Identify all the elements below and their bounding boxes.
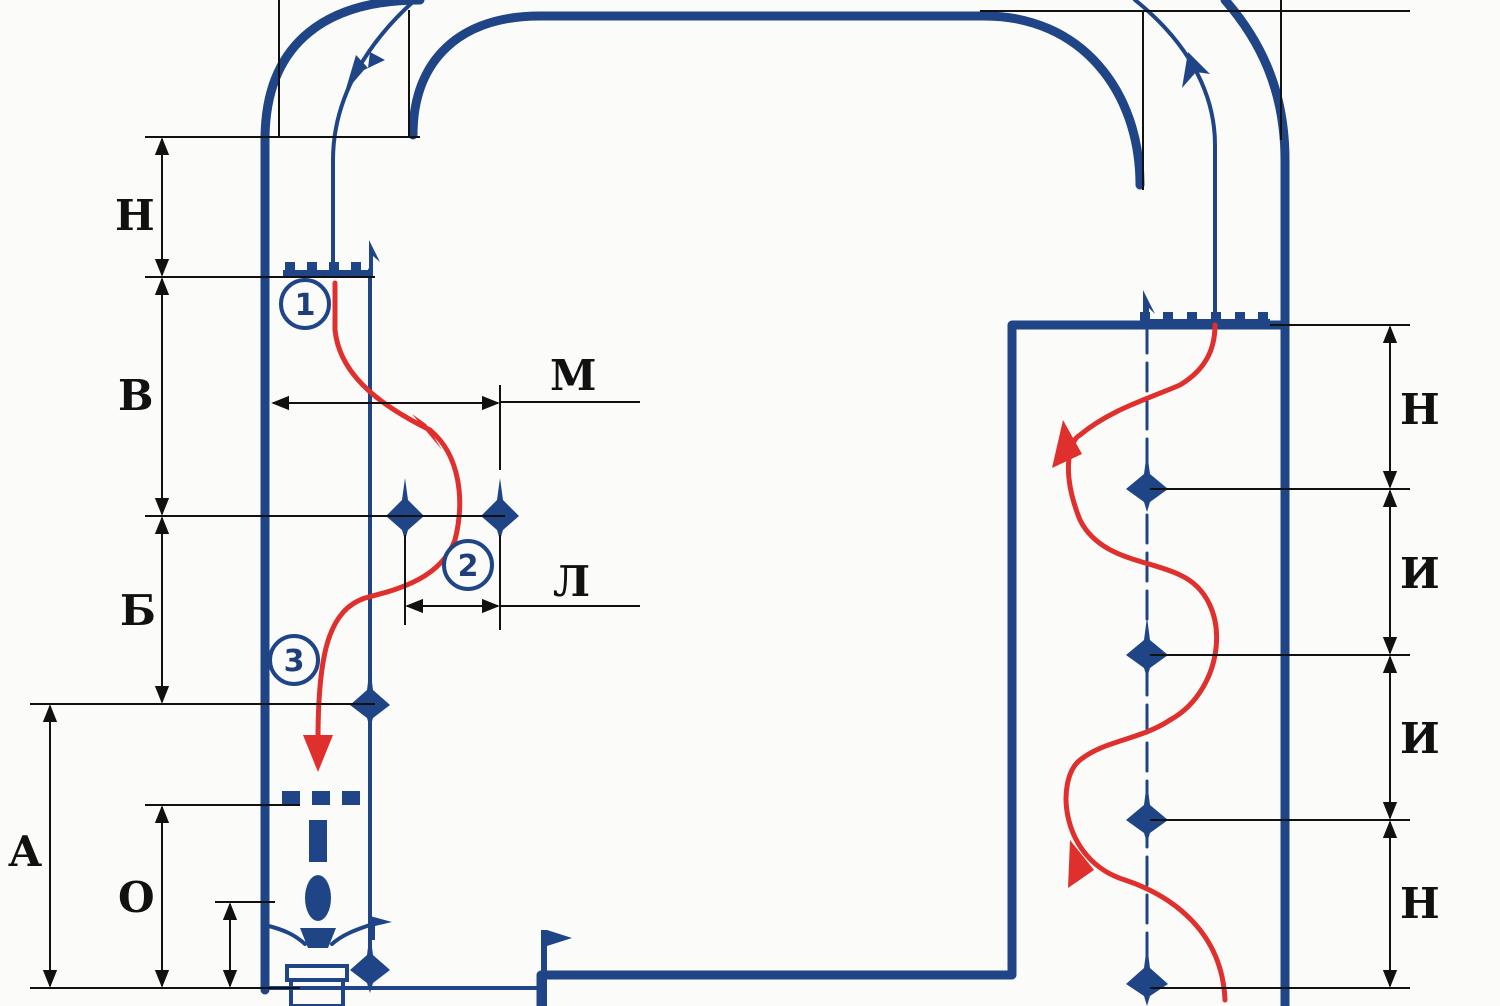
- cone-markers: [350, 452, 1168, 1006]
- cone-marker: [481, 478, 519, 540]
- dimension-lines: [30, 0, 1410, 989]
- gate-top-right: [1140, 290, 1270, 326]
- cone-marker: [350, 666, 390, 728]
- marker-3: 3: [268, 634, 320, 686]
- marker-1-label: 1: [295, 288, 316, 323]
- outer-boundary-left: [260, 0, 425, 995]
- flag-icons: [370, 916, 572, 1006]
- route-right: [1052, 322, 1228, 1003]
- label-o: О: [118, 873, 155, 922]
- cone-marker: [386, 478, 424, 540]
- cone-marker: [1126, 452, 1168, 512]
- inner-lane-left: [331, 0, 417, 264]
- arrow-up-icon: [1182, 52, 1210, 88]
- arrow-down-icon: [345, 52, 385, 92]
- cone-marker: [1126, 782, 1168, 843]
- vehicle-icon: [263, 820, 372, 1006]
- inner-arch: [408, 11, 1145, 190]
- marker-1: 1: [279, 278, 331, 330]
- gate-top-left: [283, 240, 380, 276]
- label-h-right-bottom: Н: [1400, 879, 1440, 928]
- route-left: [303, 280, 463, 772]
- label-a: А: [8, 827, 42, 876]
- cone-marker: [1126, 617, 1168, 678]
- track-outline: [260, 0, 1290, 1006]
- label-l: Л: [553, 557, 590, 606]
- direction-arrows: [345, 52, 1210, 92]
- label-i-2: И: [1400, 714, 1440, 763]
- label-v: В: [118, 371, 154, 420]
- marker-2: 2: [442, 539, 494, 591]
- label-h-top-left: Н: [115, 191, 155, 240]
- label-i-1: И: [1400, 549, 1440, 598]
- label-b: Б: [120, 586, 156, 635]
- inner-lane-right: [1133, 0, 1217, 320]
- cone-marker: [350, 932, 390, 993]
- outer-boundary-right: [1220, 0, 1290, 1006]
- dimension-labels: Н В М Б Л А О Н И И Н: [8, 191, 1440, 928]
- label-m: М: [550, 351, 597, 400]
- marker-3-label: 3: [284, 644, 305, 679]
- gate-bottom-left: [282, 791, 360, 805]
- numbered-markers: 1 2 3: [268, 278, 494, 686]
- marker-2-label: 2: [458, 549, 479, 584]
- label-h-right-top: Н: [1400, 385, 1440, 434]
- cone-marker: [1126, 945, 1168, 1006]
